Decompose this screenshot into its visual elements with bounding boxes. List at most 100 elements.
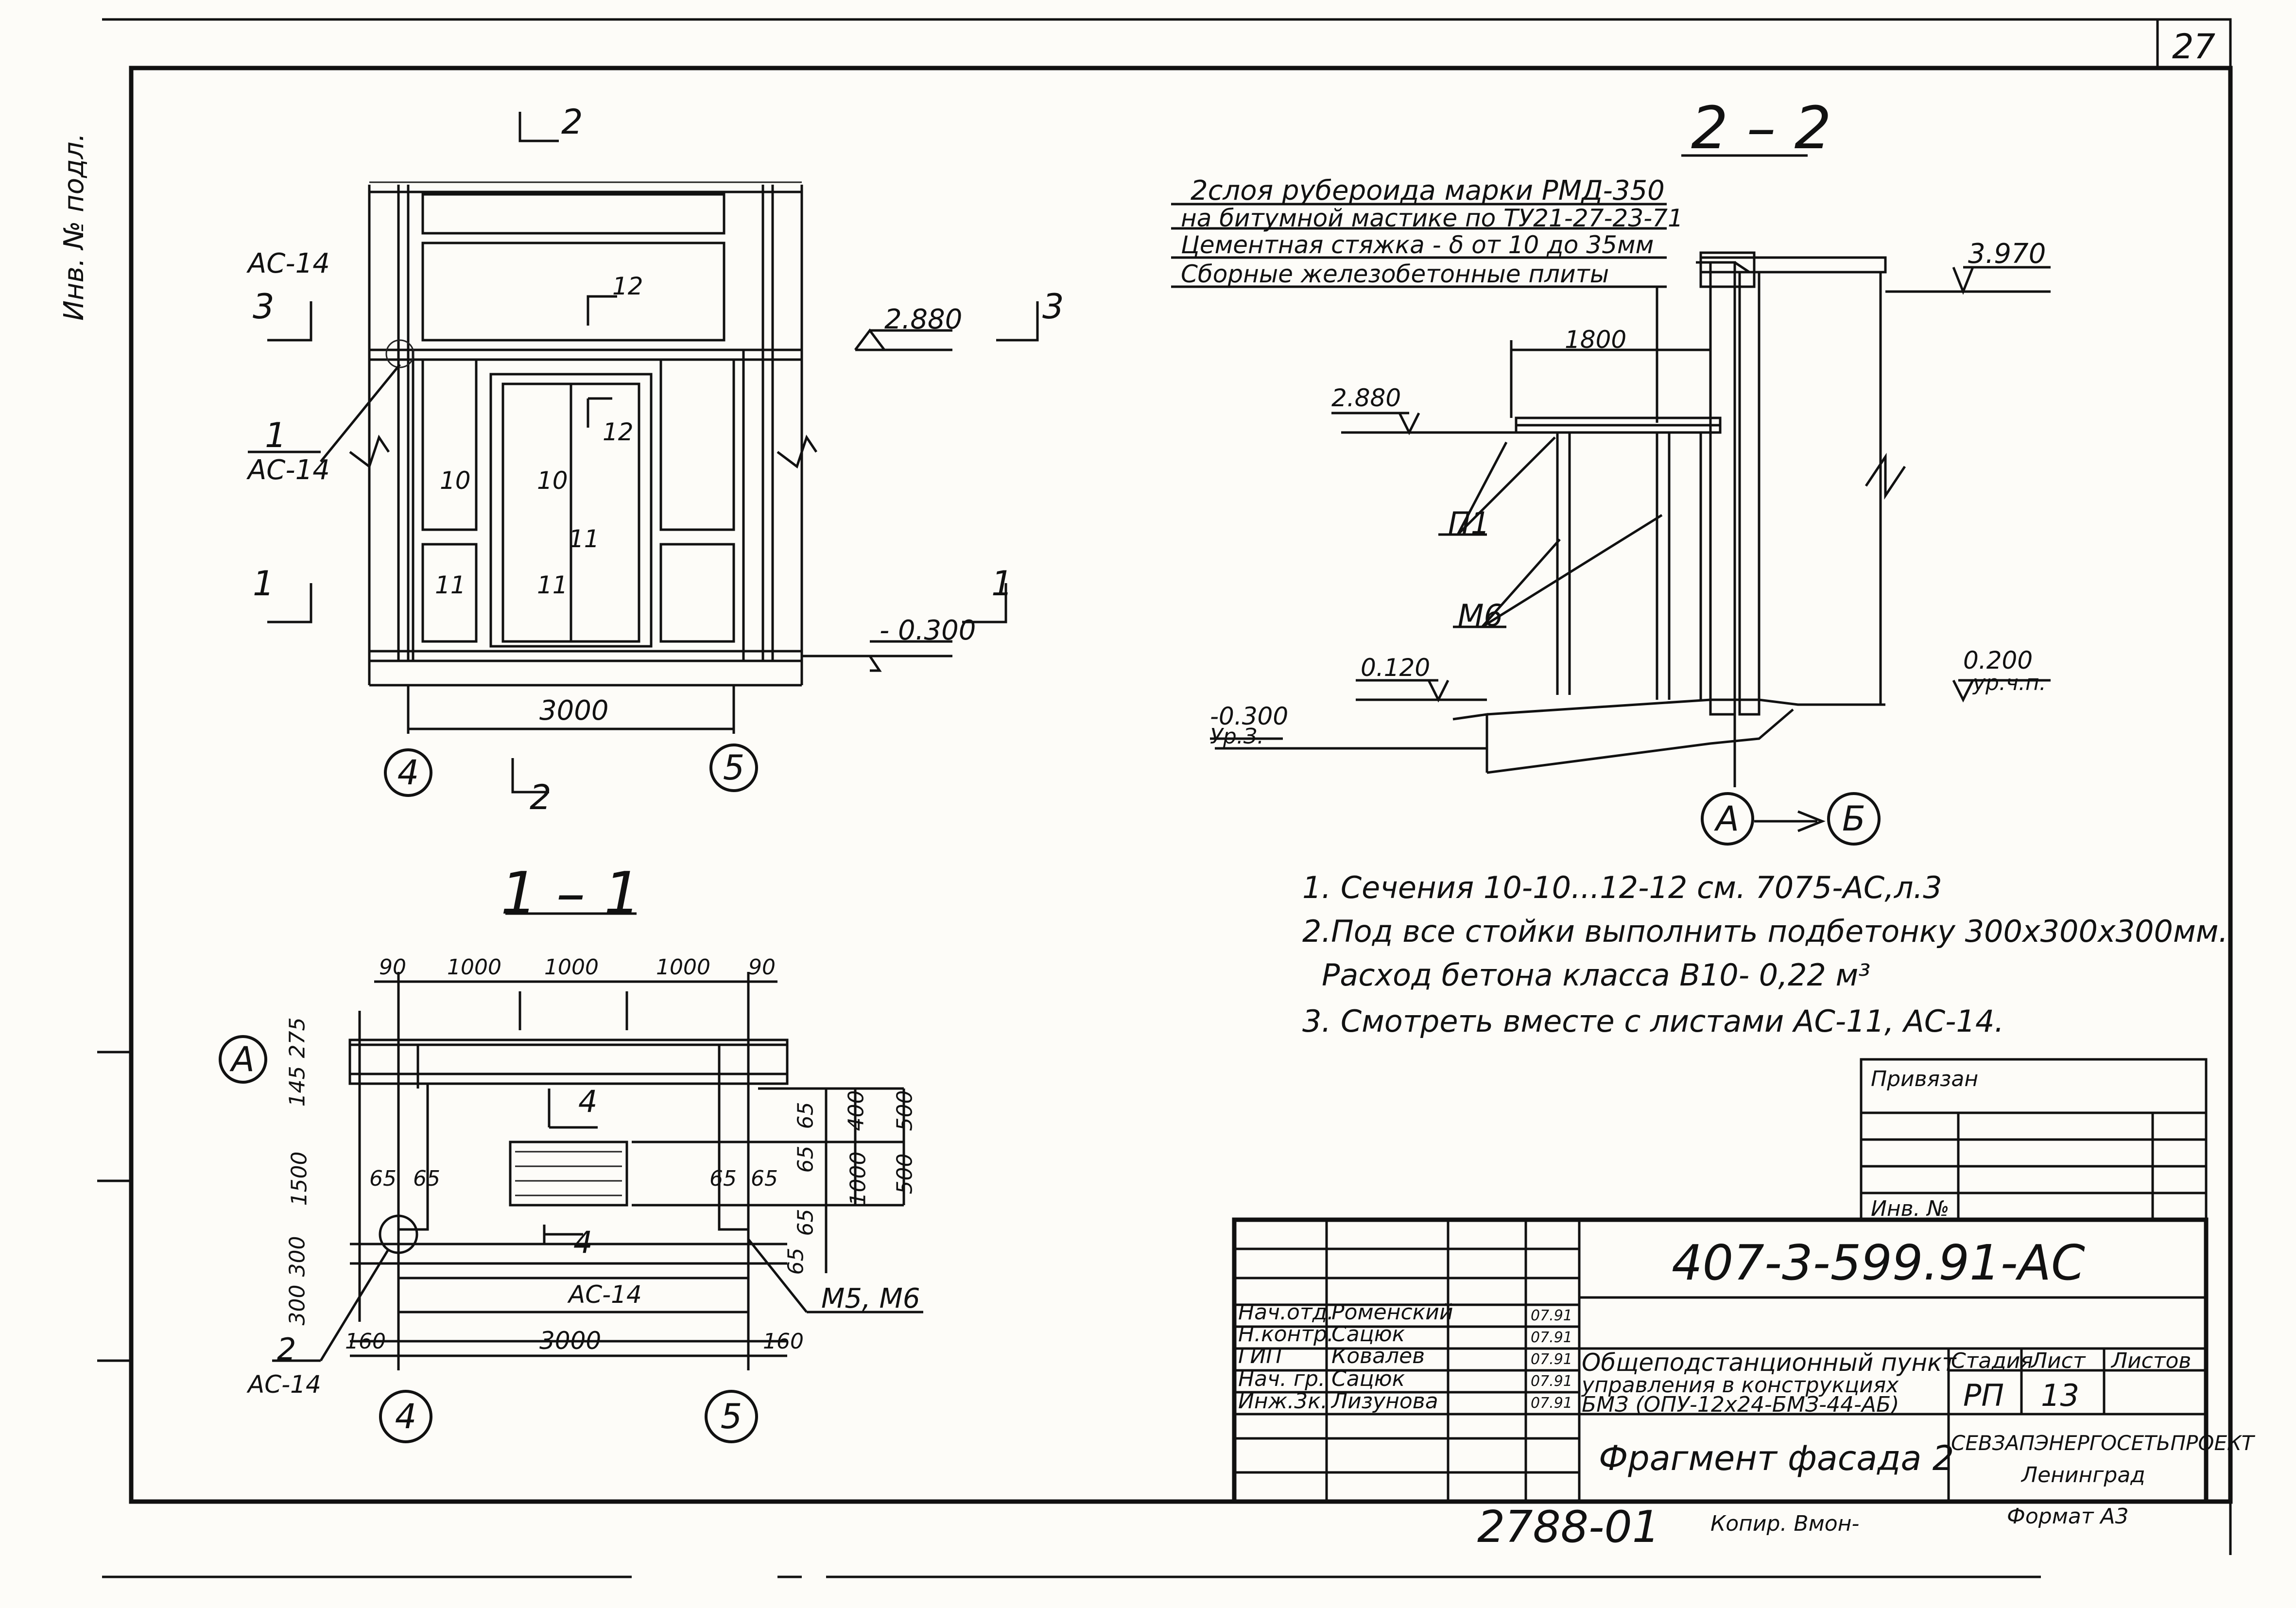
- date-4: 07.91: [1531, 1373, 1572, 1390]
- role-4: Нач. гр.: [1238, 1366, 1326, 1391]
- dim-left-300-b: 300: [285, 1284, 310, 1326]
- project-line-2: управления в конструкциях: [1582, 1373, 1899, 1398]
- section-cut-1-left: 1: [253, 564, 275, 604]
- layer-1: 2слоя рубероида марки РМД-350: [1191, 175, 1665, 207]
- dim-65-d: 65: [751, 1166, 778, 1191]
- mark-canopy: 2.880: [1331, 384, 1401, 412]
- mark-floor: 0.200: [1963, 646, 2033, 674]
- archive-number: 2788-01: [1477, 1502, 1660, 1553]
- drawing-title: Фрагмент фасада 2: [1599, 1438, 1954, 1478]
- city: Ленинград: [2021, 1463, 2145, 1487]
- section-cut-3-right: 3: [1042, 287, 1064, 327]
- cut-11-c: 11: [569, 525, 600, 553]
- mark-step: 0.120: [1361, 654, 1431, 682]
- note-1: 1. Сечения 10-10...12-12 см. 7075-АС,л.3: [1302, 870, 1942, 905]
- section-cut-2-top: 2: [561, 102, 583, 142]
- cut-12-b: 12: [603, 418, 634, 446]
- dim-right-65-a: 65: [793, 1102, 818, 1129]
- name-3: Ковалев: [1331, 1344, 1425, 1368]
- name-2: Сацюк: [1331, 1322, 1405, 1347]
- axis-4-bottom: 4: [379, 1390, 432, 1443]
- date-2: 07.91: [1531, 1329, 1572, 1346]
- role-1: Нач.отд.: [1238, 1300, 1334, 1325]
- node-1-ref: АС-14: [248, 454, 330, 486]
- dim-bottom-160-a: 160: [345, 1329, 386, 1354]
- dim-left-300-a: 300: [285, 1236, 310, 1277]
- title-block: [1232, 1217, 2209, 1504]
- facade-elevation: [248, 112, 1039, 794]
- dim-bottom-3000: 3000: [539, 1327, 602, 1355]
- section-2-2-title: 2 – 2: [1691, 95, 1831, 162]
- section-1-1-title: 1 – 1: [501, 860, 641, 928]
- dim-right-500-b: 500: [892, 1153, 917, 1194]
- dim-65-b: 65: [413, 1166, 440, 1191]
- canopy-dim-1800: 1800: [1565, 326, 1627, 354]
- cut-11-a: 11: [435, 571, 466, 599]
- side-stamp: Инв. № подл.: [58, 133, 90, 321]
- stage-value: РП: [1963, 1378, 2004, 1413]
- copied-by: Копир. Вмон-: [1710, 1511, 1860, 1536]
- layer-2: на битумной мастике по ТУ21-27-23-71: [1181, 204, 1683, 232]
- dim-right-400: 400: [844, 1090, 869, 1131]
- mark-m5-m6: М5, М6: [821, 1283, 920, 1314]
- axis-5-top: 5: [709, 743, 758, 792]
- name-1: Роменский: [1331, 1300, 1453, 1325]
- dim-top-1000-b: 1000: [544, 955, 599, 980]
- mark-top: 2.880: [884, 304, 963, 335]
- format-label: Формат А3: [2007, 1504, 2129, 1529]
- label-m6: М6: [1458, 598, 1503, 633]
- mark-floor-note: ур.ч.п.: [1973, 671, 2046, 695]
- project-line-1: Общеподстанционный пункт: [1582, 1349, 1956, 1377]
- dim-top-1000-a: 1000: [447, 955, 501, 980]
- date-1: 07.91: [1531, 1307, 1572, 1324]
- section-1-1: [272, 912, 923, 1370]
- sheets-header: Листов: [2111, 1349, 2192, 1373]
- section-cut-1-right: 1: [991, 564, 1013, 604]
- organization: СЕВЗАПЭНЕРГОСЕТЬПРОЕКТ: [1951, 1431, 2254, 1455]
- axis-b-section: Б: [1827, 792, 1881, 846]
- dim-left-1500: 1500: [287, 1151, 312, 1206]
- dim-right-65-c: 65: [793, 1209, 818, 1236]
- role-2: Н.контр.: [1238, 1322, 1334, 1347]
- binding-inv: Инв. №: [1871, 1196, 1950, 1221]
- axis-4-top: 4: [384, 748, 432, 797]
- project-line-3: БМЗ (ОПУ-12х24-БМЗ-44-АБ): [1582, 1392, 1899, 1417]
- section-4-top: 4: [578, 1084, 598, 1119]
- layer-4: Сборные железобетонные плиты: [1181, 260, 1609, 288]
- binding-table: [1860, 1058, 2208, 1221]
- dim-right-65-b: 65: [793, 1145, 818, 1173]
- beam-label: АС-14: [569, 1280, 642, 1309]
- sheet-header: Лист: [2031, 1349, 2086, 1373]
- binding-title: Привязан: [1871, 1067, 1979, 1091]
- cut-10-a: 10: [440, 467, 471, 495]
- sheet-value: 13: [2041, 1378, 2079, 1413]
- note-2: 2.Под все стойки выполнить подбетонку 30…: [1302, 914, 2228, 949]
- node-1-label: 1: [265, 415, 287, 455]
- node-2-label: 2: [277, 1331, 296, 1367]
- date-3: 07.91: [1531, 1351, 1572, 1368]
- section-4-bottom: 4: [573, 1225, 593, 1260]
- dim-right-1000: 1000: [846, 1151, 871, 1206]
- note-2-cont: Расход бетона класса В10- 0,22 м³: [1322, 957, 1871, 993]
- dim-65-a: 65: [369, 1166, 397, 1191]
- role-5: Инж.3к.: [1238, 1389, 1328, 1414]
- cut-11-b: 11: [537, 571, 568, 599]
- axis-a-plan: А: [219, 1035, 267, 1084]
- dim-right-500-a: 500: [892, 1090, 917, 1131]
- axis-a-section: А: [1701, 792, 1754, 846]
- document-code: 407-3-599.91-АС: [1672, 1234, 2085, 1291]
- dim-top-1000-c: 1000: [656, 955, 710, 980]
- cut-10-b: 10: [537, 467, 568, 495]
- sheet-number: 27: [2172, 27, 2216, 67]
- section-2-2: [1171, 154, 2051, 832]
- cut-12-a: 12: [612, 272, 643, 300]
- section-cut-2-bottom: 2: [530, 778, 552, 817]
- note-3: 3. Смотреть вместе с листами АС-11, АС-1…: [1302, 1003, 2004, 1039]
- mark-ground-note: Ур.З.: [1210, 724, 1264, 749]
- dim-top-90-a: 90: [379, 955, 406, 980]
- layer-3: Цементная стяжка - δ от 10 до 35мм: [1181, 231, 1654, 259]
- name-4: Сацюк: [1331, 1366, 1405, 1391]
- date-5: 07.91: [1531, 1395, 1572, 1412]
